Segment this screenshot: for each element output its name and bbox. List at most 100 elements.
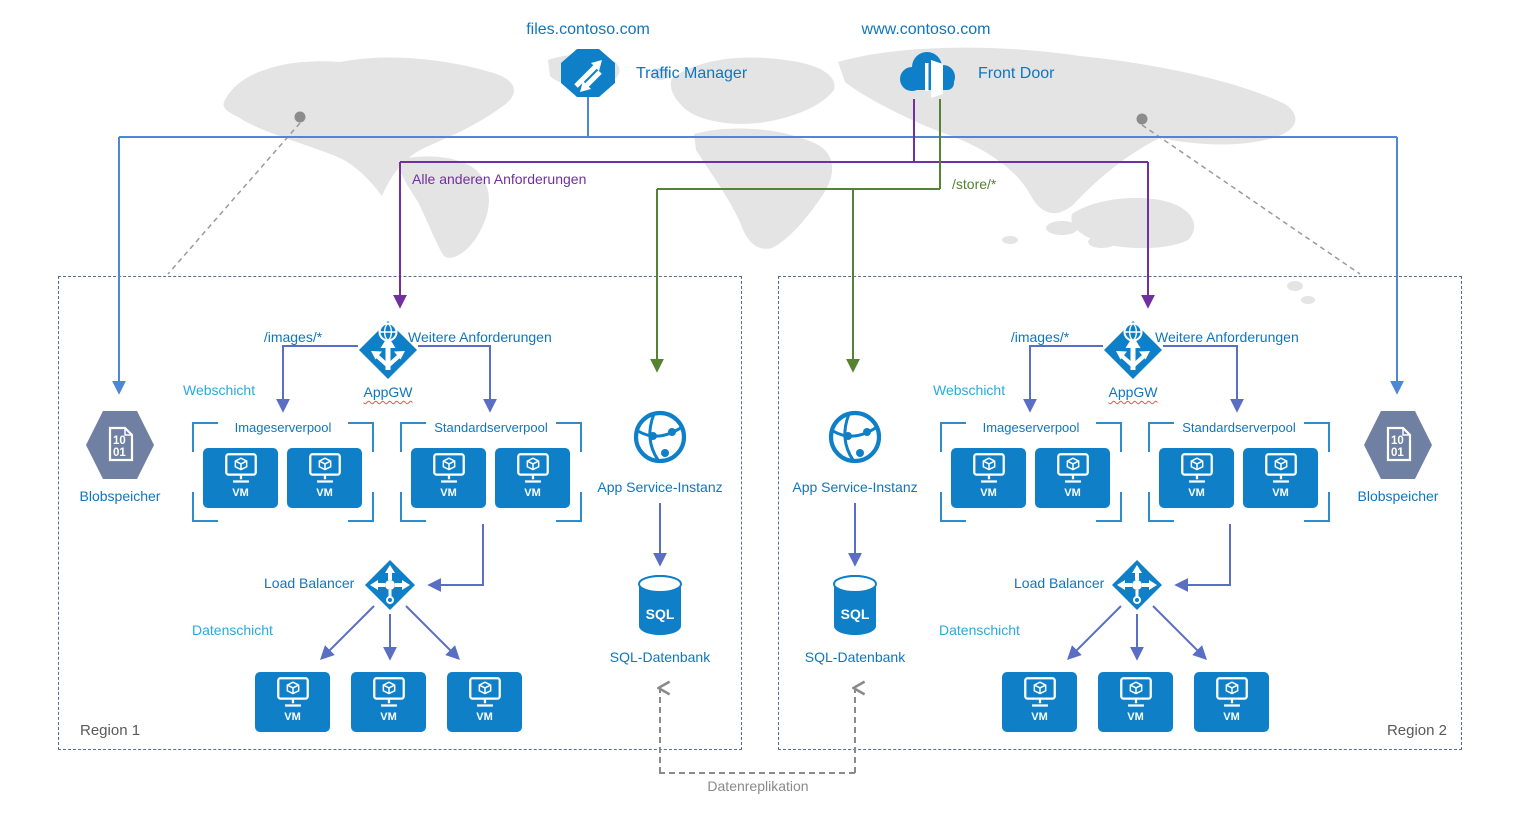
endpoint-dot xyxy=(294,111,306,123)
region-1-label: Region 1 xyxy=(80,722,141,739)
load-balancer-icon xyxy=(1109,557,1165,613)
vm-label: VM xyxy=(1127,711,1144,723)
endpoint-dot xyxy=(1136,113,1148,125)
app-service-label: App Service-Instanz xyxy=(792,479,918,495)
blob-digits: 01 xyxy=(1391,447,1404,459)
blob-digits: 10 xyxy=(113,435,126,447)
standard-server-pool: Standardserverpool xyxy=(400,420,582,522)
vm-icon xyxy=(516,453,549,483)
region-2-box xyxy=(778,276,1462,750)
vm-icon xyxy=(1180,453,1213,483)
region-1-arrows xyxy=(276,345,667,661)
replication-link xyxy=(659,688,856,774)
region-2-arrows xyxy=(848,345,1244,661)
endpoint-dots xyxy=(167,111,1361,275)
sql-text: SQL xyxy=(646,606,675,622)
app-gateway-icon xyxy=(1101,318,1165,382)
vm-label: VM xyxy=(980,487,997,499)
sql-database-icon: SQL xyxy=(832,573,878,637)
vm-tile: VM xyxy=(411,448,486,508)
vm-label: VM xyxy=(1031,711,1048,723)
route-label-images: /images/* xyxy=(1010,329,1070,345)
vm-label: VM xyxy=(476,711,493,723)
pool-label: Imageserverpool xyxy=(234,420,332,435)
vm-tile: VM xyxy=(1098,672,1173,732)
vm-label: VM xyxy=(1188,487,1205,499)
traffic-manager-icon xyxy=(560,48,616,98)
region-2-label: Region 2 xyxy=(1386,722,1447,739)
standard-server-pool: Standardserverpool xyxy=(1148,420,1330,522)
traffic-manager-routes xyxy=(112,94,1404,395)
vm-label: VM xyxy=(316,487,333,499)
front-door-domain: www.contoso.com xyxy=(861,21,991,38)
vm-tile: VM xyxy=(203,448,278,508)
vm-tile: VM xyxy=(351,672,426,732)
app-gateway-icon xyxy=(356,318,420,382)
vm-icon xyxy=(972,453,1005,483)
front-door-icon xyxy=(894,48,960,102)
vm-label: VM xyxy=(232,487,249,499)
blob-digits: 01 xyxy=(113,447,126,459)
route-label-store: /store/* xyxy=(952,176,997,192)
vm-icon xyxy=(1215,677,1248,707)
load-balancer-icon xyxy=(362,557,418,613)
pool-label: Standardserverpool xyxy=(1182,420,1296,435)
vm-icon xyxy=(468,677,501,707)
route-label-other-requests: Weitere Anforderungen xyxy=(408,329,552,345)
vm-label: VM xyxy=(1223,711,1240,723)
vm-tile: VM xyxy=(255,672,330,732)
vm-tile: VM xyxy=(1194,672,1269,732)
vm-icon xyxy=(432,453,465,483)
blob-storage-icon: 10 01 xyxy=(86,406,154,484)
blob-storage-icon: 10 01 xyxy=(1364,406,1432,484)
route-label-all-other: Alle anderen Anforderungen xyxy=(412,171,587,187)
vm-tile: VM xyxy=(951,448,1026,508)
sql-database-icon: SQL xyxy=(637,573,683,637)
front-door-store-routes xyxy=(650,99,941,373)
vm-tile: VM xyxy=(1243,448,1318,508)
sql-database-label: SQL-Datenbank xyxy=(609,649,711,665)
blob-storage-label: Blobspeicher xyxy=(1357,488,1439,504)
vm-tile: VM xyxy=(1002,672,1077,732)
vm-icon xyxy=(276,677,309,707)
vm-icon xyxy=(1056,453,1089,483)
route-label-other-requests: Weitere Anforderungen xyxy=(1155,329,1299,345)
front-door-label: Front Door xyxy=(978,65,1055,82)
vm-label: VM xyxy=(380,711,397,723)
pool-label: Imageserverpool xyxy=(982,420,1080,435)
route-label-images: /images/* xyxy=(263,329,323,345)
load-balancer-label: Load Balancer xyxy=(1014,575,1105,591)
replication-label: Datenreplikation xyxy=(707,778,809,794)
sql-database-label: SQL-Datenbank xyxy=(804,649,906,665)
vm-tile: VM xyxy=(287,448,362,508)
vm-label: VM xyxy=(524,487,541,499)
image-server-pool: Imageserverpool xyxy=(940,420,1122,522)
blob-storage-label: Blobspeicher xyxy=(79,488,161,504)
traffic-manager-domain: files.contoso.com xyxy=(526,21,650,38)
vm-icon xyxy=(1023,677,1056,707)
pool-label: Standardserverpool xyxy=(434,420,548,435)
vm-icon xyxy=(372,677,405,707)
webschicht-label: Webschicht xyxy=(933,382,1006,398)
webschicht-label: Webschicht xyxy=(183,382,256,398)
vm-tile: VM xyxy=(495,448,570,508)
vm-label: VM xyxy=(440,487,457,499)
vm-icon xyxy=(1264,453,1297,483)
vm-tile: VM xyxy=(447,672,522,732)
vm-icon xyxy=(308,453,341,483)
vm-icon xyxy=(224,453,257,483)
vm-icon xyxy=(1119,677,1152,707)
traffic-manager-label: Traffic Manager xyxy=(636,65,748,82)
datenschicht-label: Datenschicht xyxy=(939,622,1020,638)
vm-tile: VM xyxy=(1159,448,1234,508)
vm-label: VM xyxy=(1272,487,1289,499)
app-gateway-label: AppGW xyxy=(1108,384,1158,400)
blob-digits: 10 xyxy=(1391,435,1404,447)
app-service-label: App Service-Instanz xyxy=(597,479,723,495)
app-service-icon xyxy=(827,409,883,465)
load-balancer-label: Load Balancer xyxy=(264,575,355,591)
image-server-pool: Imageserverpool xyxy=(192,420,374,522)
